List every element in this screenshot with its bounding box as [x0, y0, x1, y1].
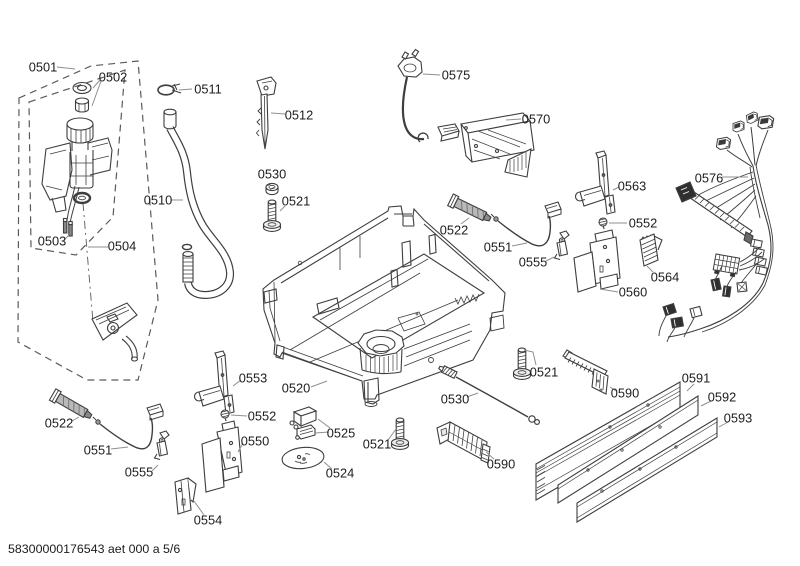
part-0560-bracket: [573, 229, 621, 293]
part-label-0576: 0576: [695, 171, 723, 186]
part-0550-bracket: [201, 420, 243, 493]
part-labels: 0501 0502 0511 0512 0575 0570 0510 0530 …: [29, 60, 752, 528]
part-label-0592: 0592: [708, 390, 736, 405]
part-label-0563: 0563: [618, 179, 646, 194]
part-0512-spike-bracket: [255, 76, 277, 150]
part-0503-terminals: [62, 217, 73, 237]
part-0522-damper-right: [447, 193, 494, 226]
part-0591-panel: [535, 381, 681, 501]
part-0521-screw-bottom: [390, 417, 410, 450]
part-0576-wiring-harness: [658, 110, 775, 343]
part-label-0522-right: 0522: [440, 223, 468, 238]
part-label-0590-right: 0590: [611, 386, 639, 401]
part-label-0553: 0553: [239, 371, 267, 386]
leader-lines: [56, 66, 748, 516]
part-0521-screw-top: [262, 199, 282, 232]
part-0563-bracket: [574, 150, 616, 215]
part-0521-screw-right: [512, 347, 532, 380]
part-label-0521-top: 0521: [282, 194, 310, 209]
part-label-0550: 0550: [241, 434, 269, 449]
part-0555-latch-left: [153, 430, 170, 461]
part-label-0521-bottom: 0521: [363, 437, 391, 452]
part-label-0560: 0560: [619, 285, 647, 300]
part-label-0570: 0570: [522, 112, 550, 127]
part-label-0522-left: 0522: [45, 416, 73, 431]
part-0551-cable-left: [92, 403, 164, 450]
part-label-0503: 0503: [38, 234, 66, 249]
part-label-0530-top: 0530: [258, 167, 286, 182]
part-label-0520: 0520: [282, 381, 310, 396]
part-0553-bracket: [193, 350, 235, 415]
part-label-0564: 0564: [651, 270, 679, 285]
part-0511-hose-clamp: [157, 83, 182, 96]
part-0590-vent-right: [562, 349, 609, 395]
part-0564-terminal-block: [639, 233, 663, 267]
part-0590-vent-bottom: [436, 421, 491, 464]
part-label-0512: 0512: [285, 108, 313, 123]
part-label-0551-right: 0551: [484, 240, 512, 255]
part-label-0555-left: 0555: [125, 465, 153, 480]
part-label-0552-right: 0552: [629, 216, 657, 231]
part-0501-assembly-boundary: [17, 60, 159, 381]
part-0551-cable-right: [490, 201, 562, 247]
part-label-0504: 0504: [108, 239, 136, 254]
part-0501-flow-sensor: [91, 302, 139, 362]
part-0502-valve-assembly: [41, 81, 113, 237]
part-label-0591: 0591: [682, 371, 710, 386]
part-0575-power-cord: [397, 48, 460, 143]
part-0525-switch: [289, 406, 318, 440]
part-0530-nut: [265, 182, 279, 196]
part-label-0552-left: 0552: [248, 409, 276, 424]
part-0552-grommet-right: [598, 217, 608, 230]
part-label-0554: 0554: [194, 513, 222, 528]
part-label-0524: 0524: [326, 466, 354, 481]
part-label-0521-right: 0521: [530, 365, 558, 380]
part-0552-grommet-left: [220, 409, 230, 422]
part-0592-panel: [557, 394, 699, 504]
part-0554-bracket: [174, 477, 197, 515]
part-label-0530-bottom: 0530: [441, 392, 469, 407]
part-label-0590-bottom: 0590: [487, 457, 515, 472]
part-label-0510: 0510: [144, 193, 172, 208]
part-0555-latch-right: [553, 230, 570, 261]
part-0530-rod: [438, 365, 540, 426]
part-label-0551-left: 0551: [84, 443, 112, 458]
part-label-0575: 0575: [442, 68, 470, 83]
part-0520-base-pan: [262, 205, 506, 407]
part-0593-panel: [576, 417, 718, 523]
part-label-0555-right: 0555: [519, 255, 547, 270]
part-label-0525: 0525: [327, 426, 355, 441]
part-0570-control-module: [460, 112, 535, 178]
part-label-0511: 0511: [194, 82, 222, 97]
part-label-0502: 0502: [99, 70, 127, 85]
document-code: 58300000176543 aet 000 a 5/6: [8, 542, 180, 556]
part-label-0501: 0501: [29, 60, 57, 75]
part-0524-cover-disc: [281, 446, 325, 470]
part-0510-supply-hose: [163, 108, 235, 300]
part-label-0593: 0593: [724, 411, 752, 426]
